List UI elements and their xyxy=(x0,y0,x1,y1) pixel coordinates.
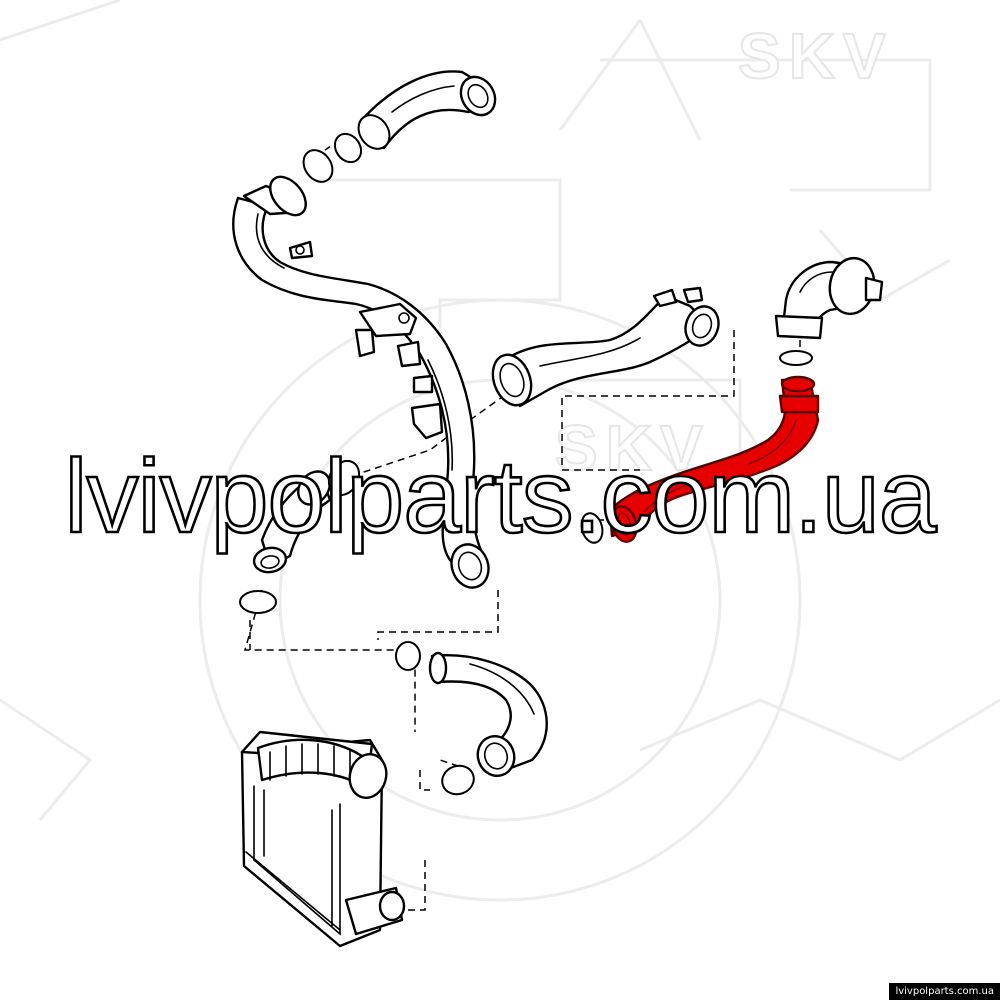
lower-intercooler-hose xyxy=(395,641,548,796)
elbow-connector xyxy=(774,256,884,366)
long-charge-pipe xyxy=(232,175,490,589)
left-short-hose xyxy=(239,459,361,614)
middle-boost-hose xyxy=(491,286,720,408)
intercooler xyxy=(240,730,406,948)
watermark-url: lvivpolparts.com.ua xyxy=(63,438,938,557)
highlighted-charge-hose xyxy=(580,375,820,544)
footer-site-link[interactable]: lvivpolparts.com.ua xyxy=(889,983,1000,1000)
watermark-brand-top: SKV xyxy=(738,20,894,92)
upper-intake-hose xyxy=(302,70,497,183)
